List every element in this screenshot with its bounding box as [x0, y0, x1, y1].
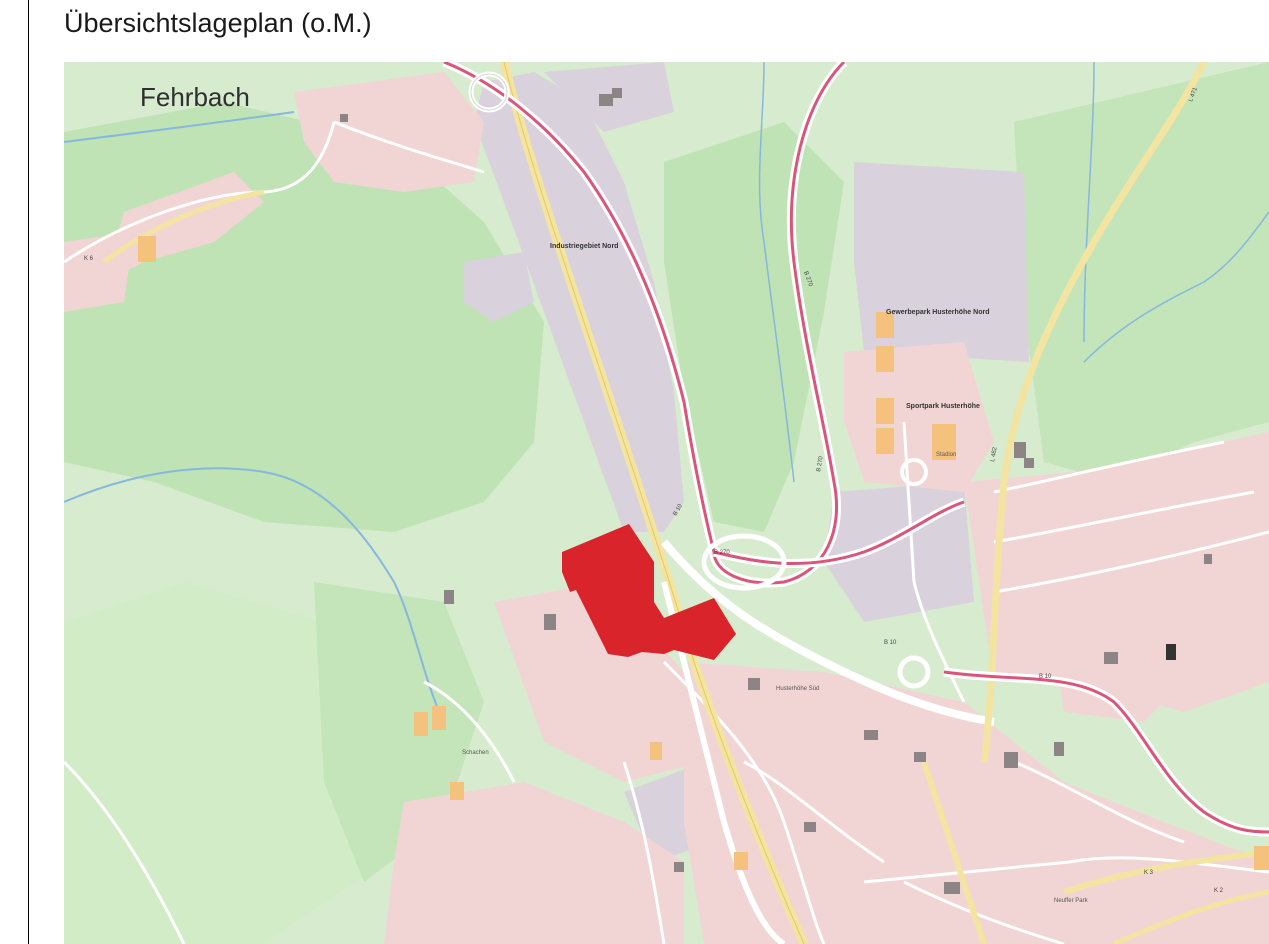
label-schachen: Schachen	[462, 750, 489, 756]
road-k6	[102, 189, 265, 265]
sports-field-south-2	[734, 852, 748, 870]
label-industriegebiet-nord: Industriegebiet Nord	[550, 243, 618, 250]
residential-schachen-east	[494, 582, 704, 782]
road-label-b270-a: B 270	[714, 550, 730, 556]
map-canvas: Fehrbach Industriegebiet Nord Gewerbepar…	[64, 62, 1269, 944]
road-label-b10-b: B 10	[884, 640, 897, 646]
map-view[interactable]: Fehrbach Industriegebiet Nord Gewerbepar…	[64, 62, 1269, 944]
road-l482	[980, 62, 1208, 763]
main-road-yellow-edge	[503, 62, 805, 944]
forest-central	[664, 122, 844, 532]
label-stadion: Stadion	[936, 452, 956, 458]
sports-field-south	[450, 782, 464, 800]
road-label-k6: K 6	[84, 256, 94, 262]
residential-west-edge	[64, 232, 134, 312]
sports-field-2	[876, 346, 894, 372]
sports-field-3	[876, 398, 894, 424]
road-label-b10-c: B 10	[1039, 674, 1052, 680]
residential-husterhoehe	[844, 342, 994, 492]
road-l471	[921, 761, 987, 944]
road-label-l471: L 471	[1188, 86, 1199, 103]
road-label-k2: K 2	[1214, 888, 1224, 894]
sports-field-schachen-2	[432, 706, 446, 730]
interchange-b270	[701, 533, 787, 591]
frame-left-border	[28, 0, 29, 944]
residential-fehrbach-north	[294, 72, 484, 192]
sports-field-schachen-1	[414, 712, 428, 736]
interchange-north-edge	[470, 73, 508, 111]
roundabout-husterhoehe	[900, 458, 928, 486]
sports-field-4	[876, 428, 894, 454]
sports-field-center	[650, 742, 662, 760]
industrial-area-small	[464, 252, 534, 322]
label-husterhoehe-sued: Husterhöhe Süd	[776, 686, 819, 692]
stadium-field	[932, 424, 956, 460]
label-neuffer-park: Neuffer Park	[1054, 898, 1089, 904]
stream-east	[1083, 211, 1269, 363]
roundabout-b10	[897, 655, 931, 689]
sports-field-1	[876, 312, 894, 338]
residential-south-west	[384, 782, 684, 944]
road-label-b270-b: B 270	[802, 271, 813, 288]
forest-east	[1014, 62, 1269, 482]
sports-field-fehrbach	[138, 236, 156, 262]
road-label-b270-c: B 270	[816, 455, 825, 472]
stream-central	[758, 62, 795, 483]
page-title: Übersichtslageplan (o.M.)	[64, 8, 372, 38]
stream-east-north	[1083, 62, 1095, 343]
secondary-roads	[64, 120, 1269, 944]
meadow-southwest	[64, 582, 394, 944]
planning-area-highlight	[562, 524, 736, 660]
buildings	[340, 88, 1212, 894]
stream-fehrbach	[64, 111, 295, 143]
road-k2	[1112, 889, 1269, 944]
label-gewerbepark: Gewerbepark Husterhöhe Nord	[886, 309, 989, 316]
road-label-k3: K 3	[1144, 870, 1154, 876]
label-sportpark: Sportpark Husterhöhe	[906, 403, 980, 410]
business-park-area	[854, 162, 1029, 362]
road-label-l482: L 482	[990, 446, 999, 462]
b10-road-east	[660, 539, 995, 726]
sports-field-east	[1254, 846, 1269, 870]
place-label-fehrbach: Fehrbach	[140, 82, 250, 112]
road-k3	[1063, 849, 1269, 895]
building-dark	[1166, 644, 1176, 660]
road-label-b10-a: B 10	[673, 503, 685, 517]
stream-west	[64, 467, 445, 723]
